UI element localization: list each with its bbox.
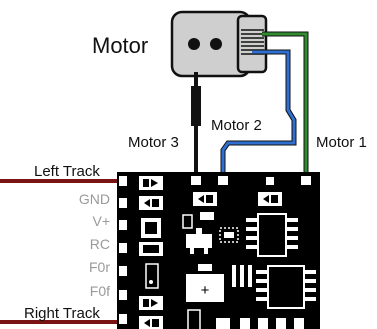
pad-small	[266, 177, 274, 185]
motor2-label: Motor 2	[211, 117, 262, 134]
diodes	[139, 176, 282, 329]
edge-pads	[119, 176, 127, 324]
pin-label-vplus: V+	[92, 213, 110, 229]
pin-label-gnd: GND	[79, 191, 110, 207]
motor1-label: Motor 1	[316, 134, 367, 151]
motor3-label: Motor 3	[128, 134, 179, 151]
pin-label-f0f: F0f	[90, 283, 110, 299]
ic-lower	[256, 265, 316, 309]
ic-upper	[246, 213, 298, 257]
pad-motor1	[301, 176, 311, 185]
pad-motor3	[191, 176, 201, 185]
decoder-pcb: +	[117, 172, 320, 329]
motor-label: Motor	[92, 33, 148, 58]
regulator	[186, 234, 212, 248]
capacitor-plus-sign: +	[201, 282, 210, 299]
pin-label-f0r: F0r	[89, 259, 110, 275]
motor-endcap	[236, 14, 268, 74]
motor1-wire	[262, 32, 308, 178]
pin-label-rc: RC	[90, 236, 110, 252]
right-track-label: Right Track	[24, 305, 100, 322]
motor3-wire-sleeve	[191, 86, 201, 126]
capacitor-plus	[186, 274, 224, 302]
motor-shaft-left	[188, 38, 200, 50]
motor1-wire-outline	[262, 31, 309, 178]
motor2-wire	[221, 50, 296, 178]
pad-motor2	[218, 176, 228, 185]
motor	[170, 10, 268, 78]
motor-shaft-right	[210, 38, 222, 50]
left-track-label: Left Track	[34, 163, 100, 180]
pin-labels: GND V+ RC F0r F0f	[79, 191, 110, 299]
